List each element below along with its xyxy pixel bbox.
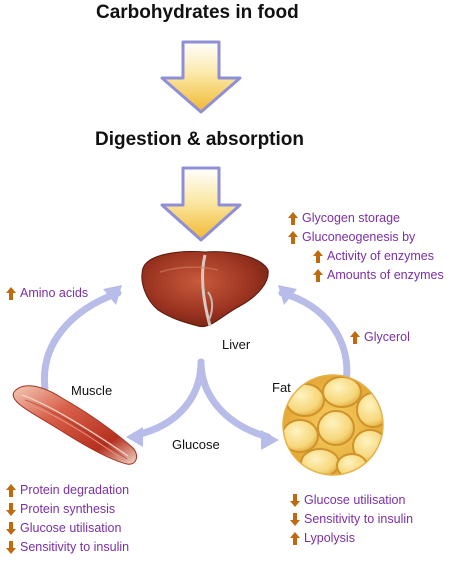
fat-effect-text: Glucose utilisation (304, 493, 406, 507)
cycle-arrowheads (103, 285, 297, 450)
up-arrow-icon (6, 484, 16, 497)
liver-effect-text: Activity of enzymes (327, 249, 434, 263)
amino-acids-effect: Amino acids (6, 284, 88, 303)
muscle-effect-text: Glucose utilisation (20, 521, 122, 535)
up-arrow-icon (313, 250, 323, 263)
liver-illustration (141, 251, 269, 328)
liver-effect-item: Amounts of enzymes (313, 266, 444, 285)
glycerol-text: Glycerol (364, 330, 410, 344)
up-arrow-icon (350, 331, 360, 344)
up-arrow-icon (313, 269, 323, 282)
cycle-arrows (40, 289, 351, 441)
fat-effect-item: Glucose utilisation (290, 491, 413, 510)
page-title: Carbohydrates in food (96, 2, 299, 23)
muscle-effects: Protein degradation Protein synthesis Gl… (6, 481, 129, 557)
liver-effect-text: Glycogen storage (302, 211, 400, 225)
glycerol-effect: Glycerol (350, 328, 410, 347)
up-arrow-icon (6, 287, 16, 300)
muscle-effect-item: Sensitivity to insulin (6, 538, 129, 557)
liver-effect-text: Gluconeogenesis by (302, 230, 416, 244)
down-arrow-icon (6, 503, 16, 516)
muscle-effect-item: Protein degradation (6, 481, 129, 500)
liver-effect-item: Activity of enzymes (313, 247, 444, 266)
funnel-arrow-bottom (160, 166, 242, 242)
liver-label: Liver (222, 337, 251, 352)
glucose-label: Glucose (172, 437, 220, 452)
muscle-effect-text: Protein degradation (20, 483, 130, 497)
liver-effect-text: Amounts of enzymes (327, 268, 444, 282)
muscle-illustration (12, 385, 138, 465)
fat-illustration (282, 374, 384, 476)
down-arrow-icon (6, 541, 16, 554)
muscle-effect-item: Protein synthesis (6, 500, 129, 519)
funnel-arrow-top (160, 40, 242, 114)
up-arrow-icon (288, 212, 298, 225)
liver-effect-item: Gluconeogenesis by (288, 228, 444, 247)
up-arrow-icon (290, 532, 300, 545)
page-subtitle: Digestion & absorption (95, 129, 304, 150)
fat-effect-item: Sensitivity to insulin (290, 510, 413, 529)
fat-effect-text: Sensitivity to insulin (304, 512, 414, 526)
fat-effect-text: Lypolysis (304, 531, 355, 545)
amino-acids-text: Amino acids (20, 286, 89, 300)
down-arrow-icon (6, 522, 16, 535)
fat-effect-item: Lypolysis (290, 529, 413, 548)
liver-effects: Glycogen storage Gluconeogenesis by Acti… (288, 209, 444, 285)
muscle-label: Muscle (71, 383, 113, 398)
liver-effect-item: Glycogen storage (288, 209, 444, 228)
down-arrow-icon (290, 494, 300, 507)
muscle-effect-item: Glucose utilisation (6, 519, 129, 538)
fat-label: Fat (272, 380, 291, 395)
up-arrow-icon (288, 231, 298, 244)
muscle-effect-text: Protein synthesis (20, 502, 116, 516)
down-arrow-icon (290, 513, 300, 526)
muscle-effect-text: Sensitivity to insulin (20, 540, 130, 554)
fat-effects: Glucose utilisation Sensitivity to insul… (290, 491, 413, 548)
